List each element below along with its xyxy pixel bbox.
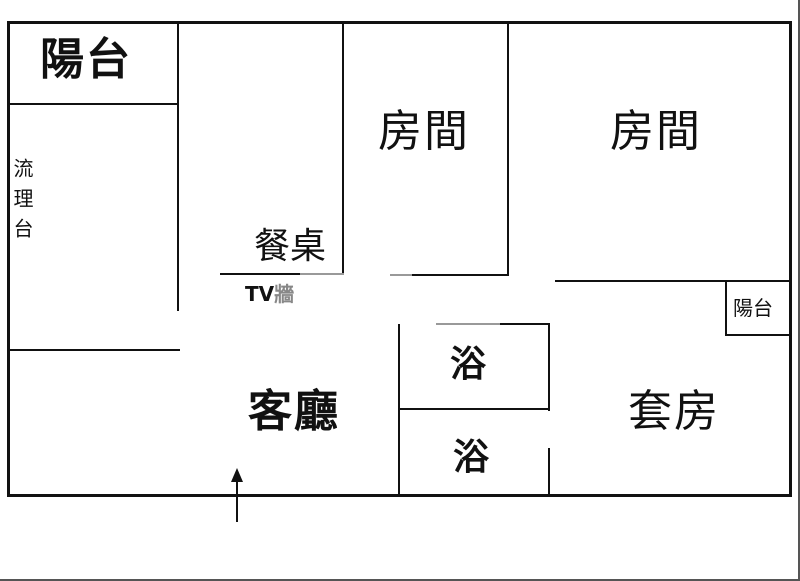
small-balcony-left-wall	[725, 280, 727, 336]
bathroom-divider-wall	[398, 408, 550, 410]
bathroom2-right-wall	[548, 448, 550, 496]
arrow-shaft	[236, 478, 238, 522]
label-bathroom-1: 浴	[450, 344, 487, 385]
bedroom1-bottom-wall	[412, 274, 509, 276]
label-bedroom-1: 房間	[378, 106, 470, 157]
bedroom2-bottom-wall	[555, 280, 792, 282]
label-bathroom-2: 浴	[453, 437, 490, 478]
kitchen-bottom-wall	[7, 349, 180, 351]
tv-wall-prefix: TV	[245, 282, 275, 306]
outer-wall-top	[7, 21, 792, 24]
bathroom1-top-faded	[436, 323, 500, 325]
tv-wall	[220, 273, 300, 275]
label-balcony-small: 陽台	[733, 296, 773, 320]
label-dining-table: 餐桌	[254, 226, 327, 267]
label-master-suite: 套房	[628, 386, 720, 437]
label-kitchen-counter: 流理台	[10, 158, 34, 248]
small-balcony-bottom-wall	[725, 334, 792, 336]
bedroom-divider-wall	[507, 21, 509, 276]
arrow-head	[231, 468, 243, 482]
tv-wall-faded	[300, 273, 344, 275]
bathroom-left-wall	[398, 324, 400, 496]
bathroom1-right-wall	[548, 323, 550, 411]
label-bedroom-2: 房間	[610, 106, 702, 157]
bedroom1-bottom-faded	[390, 274, 412, 276]
outer-wall-left	[7, 21, 10, 497]
kitchen-right-wall	[177, 21, 179, 311]
label-balcony-top-left: 陽台	[40, 34, 132, 85]
outer-wall-right	[789, 21, 792, 497]
bedroom1-left-wall	[342, 21, 344, 275]
label-living-room: 客廳	[248, 386, 340, 437]
tv-wall-suffix: 牆	[274, 282, 295, 306]
label-tv-wall: TV牆	[245, 284, 294, 304]
bathroom1-top-wall	[500, 323, 550, 325]
balcony-bottom-wall	[7, 103, 179, 105]
